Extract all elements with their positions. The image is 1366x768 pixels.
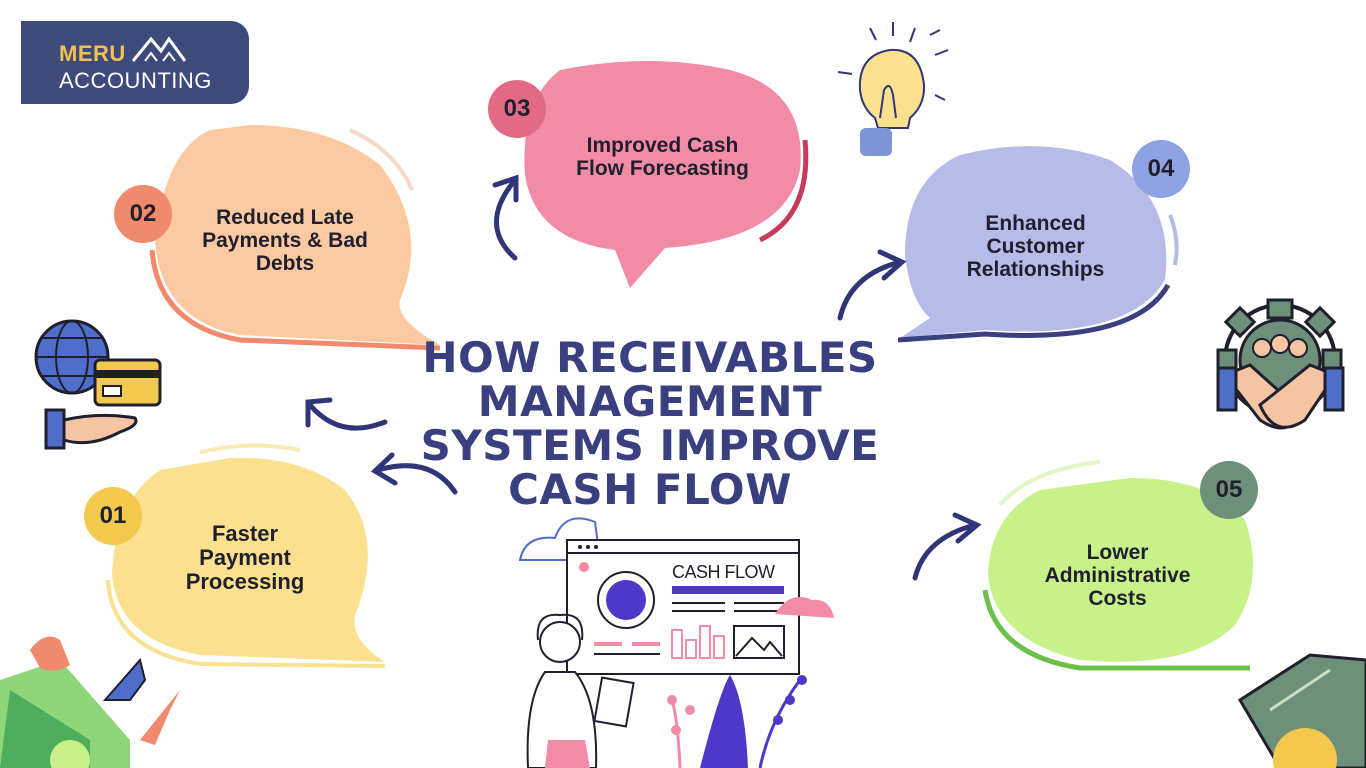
step-01-label: Faster Payment Processing [185,521,305,595]
step-05-label: Lower Administrative Costs [1044,541,1191,611]
arrow-icon [837,259,903,321]
arrow-icon [375,463,458,495]
logo-text-meru: MERU [59,41,126,66]
logo: MERU ACCOUNTING [21,21,249,104]
arrow-head-icon [952,512,982,544]
arrow-head-icon [492,174,519,203]
step-02-label: Reduced Late Payments & Bad Debts [202,206,368,276]
step-04-label: Enhanced Customer Relationships [966,212,1105,282]
cash-flow-dashboard-illustration [518,517,834,768]
flow-arrows [305,174,982,581]
mountain-logo-icon [131,36,187,62]
step-05-badge: 05 [1200,461,1258,519]
handshake-gear-icon [1216,298,1345,430]
globe-card-hand-icon [34,319,162,450]
arrow-icon [494,177,518,261]
bubble-03-shape [524,61,809,288]
logo-text-accounting: ACCOUNTING [59,68,212,93]
step-03-badge: 03 [488,80,546,138]
step-04-badge: 04 [1132,140,1190,198]
step-02-badge: 02 [114,185,172,243]
page-title: HOW RECEIVABLES MANAGEMENT SYSTEMS IMPRO… [420,333,880,514]
arrow-icon [912,522,978,581]
arrow-head-icon [877,249,907,281]
step-03-label: Improved Cash Flow Forecasting [576,134,749,181]
step-01-badge: 01 [84,487,142,545]
bubble-01-shape [106,443,386,668]
arrow-head-icon [305,397,333,428]
arrow-head-icon [370,452,398,486]
dashboard-label: CASH FLOW [672,562,775,582]
arrow-icon [307,402,388,431]
bubble-05-shape [982,460,1253,671]
cash-stack-icon [1237,653,1366,768]
bubble-02-shape [149,125,441,351]
bubble-04-shape [897,146,1179,343]
money-bag-icon [0,636,180,768]
light-bulb-icon [837,22,949,156]
